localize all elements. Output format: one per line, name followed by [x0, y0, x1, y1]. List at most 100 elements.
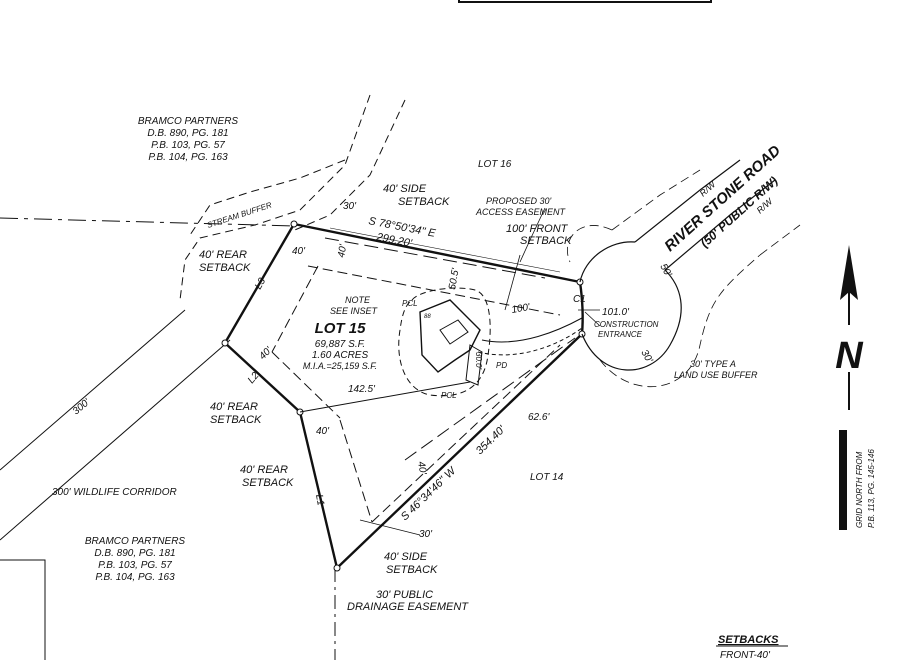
drainage-line-1: 30' PUBLIC: [376, 589, 433, 601]
owner-south-line-2: D.B. 890, PG. 181: [94, 548, 175, 559]
line-l1-label: L1: [313, 494, 326, 507]
driveway: [477, 309, 601, 356]
line-l2-label: L2: [246, 370, 262, 386]
dim-40-c: 40': [257, 344, 275, 362]
corner-6: [221, 339, 229, 347]
dim-50-5: 50.5': [447, 266, 462, 290]
owner-south-line-1: BRAMCO PARTNERS: [85, 536, 186, 547]
drainage-line-2: DRAINAGE EASEMENT: [347, 601, 469, 613]
buffer-line-south: [759, 224, 801, 256]
buffer-arc-1: [567, 225, 613, 263]
rear-setback-2-line-2: SETBACK: [210, 414, 262, 426]
lot-15-mia: M.I.A.=25,159 S.F.: [303, 361, 377, 371]
owner-south-line-4: P.B. 104, PG. 163: [95, 572, 175, 583]
north-arrow-head: [840, 245, 858, 300]
line-l3-label: L3: [253, 276, 268, 292]
pd-box: [465, 344, 483, 386]
stream-line-2: [289, 99, 406, 233]
drainage-easement-line: [404, 337, 576, 461]
access-leader: [519, 207, 546, 263]
owner-north-line-3: P.B. 103, PG. 57: [151, 140, 225, 151]
stream-buffer: [179, 94, 406, 301]
north-letter: N: [835, 335, 864, 377]
rear-setback-2-line-1: 40' REAR: [210, 401, 258, 413]
pcl-label-2: PCL: [441, 391, 457, 400]
side-setback-south: [371, 344, 561, 523]
house-wing: [439, 319, 469, 345]
access-easement-line-2: ACCESS EASEMENT: [475, 207, 567, 217]
note-line-1: NOTE: [345, 295, 371, 305]
bottom-30-leader: [359, 519, 421, 536]
setbacks-title: SETBACKS: [718, 634, 779, 646]
curve-c1: [578, 281, 584, 335]
line-l1: [298, 411, 339, 569]
west-boundary-line: [0, 217, 297, 227]
north-line: [293, 222, 581, 284]
stream-line-3: [189, 159, 346, 236]
corner-4: [333, 564, 341, 572]
lot-15-boundary: [221, 220, 586, 572]
rear-setback-south: [339, 419, 373, 523]
north-note-line-2: P.B. 113, PG. 145-146: [867, 449, 876, 528]
corner-1: [290, 220, 298, 228]
owner-north-line-2: D.B. 890, PG. 181: [147, 128, 228, 139]
labels: BRAMCO PARTNERS D.B. 890, PG. 181 P.B. 1…: [52, 116, 876, 660]
lot-14-label: LOT 14: [530, 472, 564, 483]
curve-c1-label: C1: [573, 294, 586, 305]
road-edge-1: [579, 241, 636, 283]
pcl-label-1: PCL: [402, 299, 418, 308]
lot-15-acres: 1.60 ACRES: [312, 350, 369, 361]
buffer-line-1: 30' TYPE A: [690, 359, 736, 369]
side-setback-top-1: 40' SIDE: [383, 183, 427, 195]
note-line-2: SEE INSET: [330, 306, 379, 316]
side-setback-top-2: SETBACK: [398, 196, 450, 208]
dim-142: [299, 381, 471, 413]
north-note-line-1: GRID NORTH FROM: [855, 451, 864, 528]
side-setback-bottom-1: 40' SIDE: [384, 551, 428, 563]
pd-label: PD: [496, 361, 507, 370]
rear-setback-west: [271, 265, 319, 353]
buffer-line-north: [611, 169, 701, 231]
side-setback-bottom-2: SETBACK: [386, 564, 438, 576]
river-stone-road: [567, 159, 801, 388]
north-arrow: [839, 245, 858, 530]
dim-62-6: 62.6': [528, 412, 550, 423]
drive-edge-2: [477, 327, 583, 356]
owner-north-line-1: BRAMCO PARTNERS: [138, 116, 239, 127]
owner-south-line-3: P.B. 103, PG. 57: [98, 560, 172, 571]
construction-line-1: CONSTRUCTION: [594, 320, 659, 329]
corridor-line-2: [0, 339, 231, 541]
access-easement-line-1: PROPOSED 30': [486, 196, 552, 206]
dim-100: 100': [511, 302, 532, 316]
house-inset: [398, 287, 491, 397]
dim-101: 101.0': [602, 307, 630, 318]
road-rw-north: [634, 159, 741, 243]
rear-setback-1-line-1: 40' REAR: [199, 249, 247, 261]
setbacks-front: FRONT-40': [720, 650, 771, 660]
lot-15-title: LOT 15: [315, 320, 367, 337]
owner-north-line-4: P.B. 104, PG. 163: [148, 152, 228, 163]
south-distance: 354.40': [474, 423, 509, 457]
adjacent-boundaries: [0, 217, 336, 660]
road-edge-2: [581, 269, 682, 371]
front-setback-leader: [504, 254, 521, 311]
dim-30-pd: 30.0': [474, 352, 483, 370]
front-setback-line-2: SETBACK: [520, 235, 572, 247]
stream-line-1: [179, 94, 371, 301]
pcl-outline: [398, 287, 491, 397]
title-block: [458, 0, 712, 3]
rear-setback-3-line-1: 40' REAR: [240, 464, 288, 476]
dim-line-north: [329, 227, 561, 273]
drive-edge-1: [481, 317, 583, 343]
south-parcel-line: [0, 559, 46, 660]
line-l2: [224, 342, 301, 413]
front-setback-line-1: 100' FRONT: [506, 223, 569, 235]
rear-setback-1-line-2: SETBACK: [199, 262, 251, 274]
lot-16-label: LOT 16: [478, 159, 512, 170]
dim-30-bottom: 30': [419, 529, 433, 540]
dim-40-a: 40': [292, 246, 306, 257]
buffer-arc-2: [599, 254, 761, 388]
dim-142-5: 142.5': [348, 384, 376, 395]
north-note-bar: [839, 430, 847, 530]
line-l3: [223, 223, 296, 344]
